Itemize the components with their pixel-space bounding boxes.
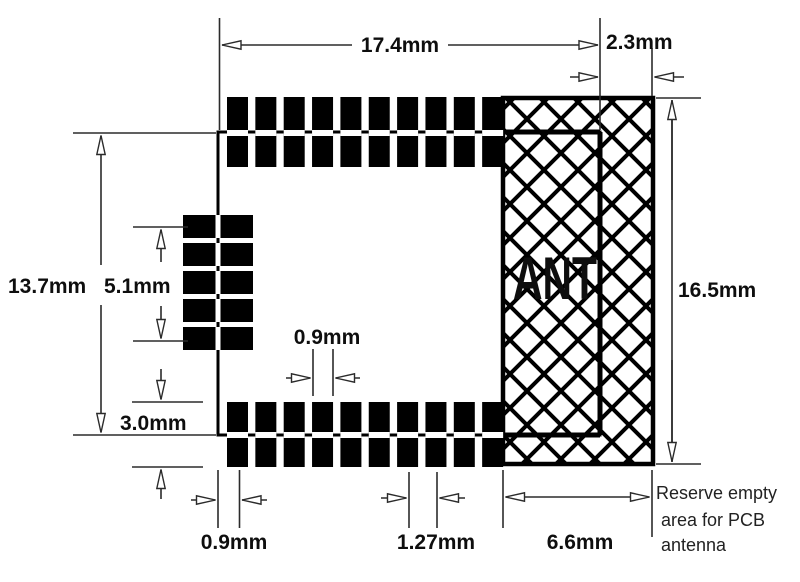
ant-label: ANT: [513, 245, 597, 312]
pad-slit: [368, 130, 390, 136]
pad-slit: [255, 432, 277, 438]
pad-slit: [215, 299, 221, 322]
antenna-note-line2: area for PCB: [661, 510, 765, 530]
module-height-label: 13.7mm: [8, 275, 86, 298]
pad-slit: [425, 432, 447, 438]
antenna-note-line3: antenna: [661, 535, 727, 555]
antenna-note: Reserve empty area for PCB antenna: [656, 483, 777, 555]
dim-module-height: 13.7mm: [8, 132, 216, 436]
pad-slit: [340, 130, 362, 136]
edge-to-pad-label: 0.9mm: [201, 531, 268, 554]
pad-slit: [397, 130, 419, 136]
pad-slit: [340, 432, 362, 438]
pad-slit: [255, 130, 277, 136]
module-width-label: 17.4mm: [361, 34, 439, 57]
dim-side-pads-span: 5.1mm: [104, 226, 188, 342]
side-pads-span-label: 5.1mm: [104, 275, 171, 298]
pad-slit: [425, 130, 447, 136]
dim-antenna-clearance: 2.3mm: [570, 31, 684, 96]
dim-edge-to-pad: 0.9mm: [191, 470, 267, 554]
pad-slit: [482, 432, 504, 438]
pad-slit: [312, 432, 334, 438]
pad-slit: [215, 271, 221, 294]
bottom-pads: [227, 402, 504, 467]
pad-width-label: 0.9mm: [294, 326, 361, 349]
pad-slit: [215, 215, 221, 238]
pad-slit: [368, 432, 390, 438]
dim-pad-width: 0.9mm: [286, 326, 360, 396]
dim-antenna-height: 16.5mm: [656, 97, 756, 465]
dim-antenna-width: 6.6mm: [502, 470, 653, 554]
antenna-width-label: 6.6mm: [547, 531, 614, 554]
pad-slit: [482, 130, 504, 136]
left-pads: [183, 215, 253, 350]
pad-pitch-label: 1.27mm: [397, 531, 475, 554]
dim-bottom-pad-length: 3.0mm: [120, 369, 203, 499]
pad-slit: [215, 243, 221, 266]
pad-slit: [453, 432, 475, 438]
antenna-height-label: 16.5mm: [678, 279, 756, 302]
pad-slit: [312, 130, 334, 136]
pad-slit: [227, 432, 248, 438]
pad-slit: [227, 130, 248, 136]
bottom-pad-length-label: 3.0mm: [120, 412, 187, 435]
pad-slit: [283, 432, 305, 438]
dim-module-width: 17.4mm: [218, 18, 601, 130]
antenna-clearance-label: 2.3mm: [606, 31, 673, 54]
pad-slit: [453, 130, 475, 136]
dim-pad-pitch: 1.27mm: [381, 472, 475, 554]
pad-slit: [215, 327, 221, 350]
pad-slit: [397, 432, 419, 438]
antenna-note-line1: Reserve empty: [656, 483, 777, 503]
top-pads: [227, 97, 504, 167]
pad-slit: [283, 130, 305, 136]
